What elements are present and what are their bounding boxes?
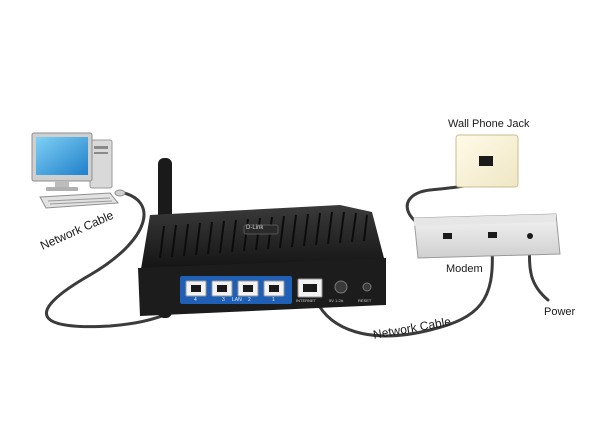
- router-brand: D-Link: [246, 225, 264, 231]
- lan-port-number-4: 4: [194, 297, 197, 303]
- network-cable-computer: [44, 190, 202, 329]
- reset-button: [362, 282, 372, 292]
- network-cable-modem: [314, 246, 494, 338]
- lan-port-number-2: 2: [248, 297, 251, 303]
- modem-icon: [413, 213, 561, 259]
- modem-label: Modem: [446, 263, 483, 275]
- reset-label: RESET: [358, 298, 372, 303]
- desktop-computer-icon: [31, 132, 126, 209]
- lan-port-number-1: 1: [272, 297, 275, 303]
- wireless-router-icon: [138, 158, 386, 318]
- internet-label: INTERNET: [296, 298, 316, 303]
- power-label: Power: [544, 306, 576, 318]
- wall-phone-jack-label: Wall Phone Jack: [448, 118, 530, 130]
- power-jack: [334, 280, 348, 294]
- wall-jack-icon: [455, 134, 519, 188]
- lan-label: LAN: [232, 297, 242, 303]
- lan-port-number-3: 3: [222, 297, 225, 303]
- power-spec-label: 5V 1.2A: [329, 298, 344, 303]
